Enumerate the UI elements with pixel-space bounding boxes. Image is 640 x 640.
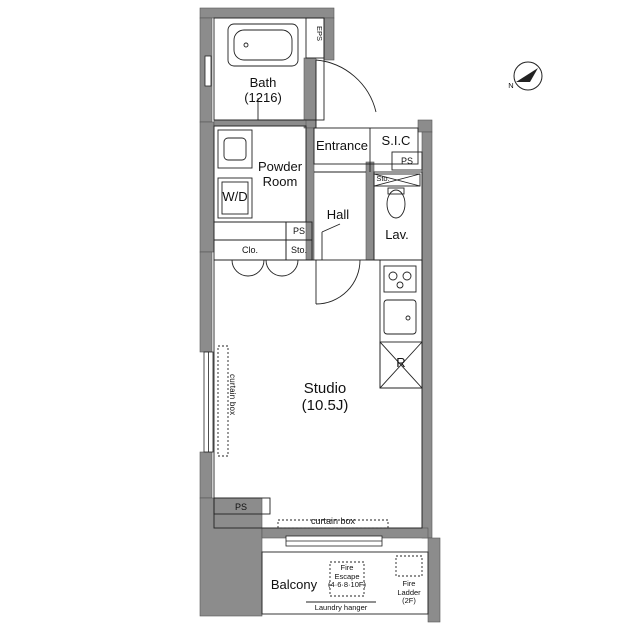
curtain-box-bottom-label: curtain box: [310, 516, 356, 526]
fire-escape-label: Fire Escape (4·6·8·10F): [328, 563, 366, 590]
entrance-label: Entrance: [315, 138, 369, 153]
clo-label: Clo.: [241, 245, 258, 255]
north-arrow: [513, 61, 543, 91]
fridge-label: R: [396, 355, 406, 370]
sto-top-label: Sto.: [376, 174, 390, 183]
compass-label: N: [508, 81, 514, 90]
fire-ladder-label: Fire Ladder (2F): [397, 579, 421, 606]
eps-label: EPS: [315, 26, 324, 42]
lav-label: Lav.: [385, 227, 409, 242]
sto-hall-label: Sto.: [290, 245, 307, 255]
sic-label: S.I.C: [381, 133, 411, 148]
ps-studio-label: PS: [234, 502, 247, 512]
walls: [199, 7, 441, 623]
ps-entrance-label: PS: [400, 156, 413, 166]
ps-hall-label: PS: [292, 226, 305, 236]
wd-label: W/D: [222, 189, 248, 204]
curtain-box-side-label: curtain box: [228, 374, 237, 416]
studio-label: Studio (10.5J): [301, 380, 349, 415]
laundry-hanger-label: Laundry hanger: [314, 603, 368, 612]
hall-label: Hall: [326, 207, 350, 222]
interior-lines: [213, 17, 429, 615]
balcony-label: Balcony: [270, 577, 318, 592]
window-frames: [203, 55, 383, 547]
powder-room-label: Powder Room: [257, 159, 303, 189]
bath-label: Bath (1216): [244, 75, 282, 105]
